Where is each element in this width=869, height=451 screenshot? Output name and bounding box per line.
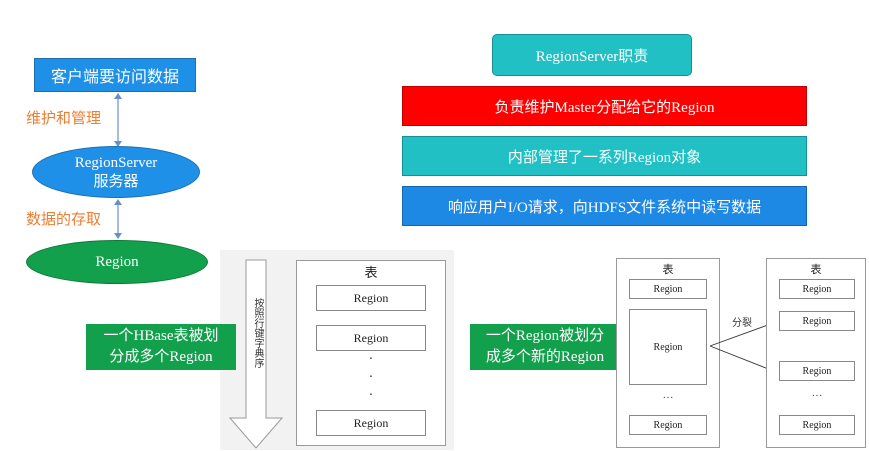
connector-client-server xyxy=(114,93,122,147)
before-ellipsis: ··· xyxy=(662,392,674,404)
row-key-order-text: 按照行键字典序 xyxy=(252,298,263,368)
after-region-new-2: Region xyxy=(779,361,855,381)
table-split-label: 一个HBase表被划 分成多个Region xyxy=(86,324,236,370)
region-split-label-line2: 成多个新的Region xyxy=(485,349,605,365)
connector-server-region xyxy=(114,199,122,239)
client-access-box: 客户端要访问数据 xyxy=(34,58,196,92)
responsibilities-title: RegionServer职责 xyxy=(492,34,692,76)
data-access-label: 数据的存取 xyxy=(26,210,102,228)
table-before-split-title: 表 xyxy=(662,264,674,276)
table-dot-1: · xyxy=(368,352,374,367)
table-dot-3: · xyxy=(368,388,374,403)
hbase-table-title: 表 xyxy=(364,265,378,280)
responsibility-item-1: 负责维护Master分配给它的Region xyxy=(402,86,807,126)
after-ellipsis: ··· xyxy=(811,390,823,402)
regionserver-name: RegionServer xyxy=(74,155,158,171)
after-region-last: Region xyxy=(779,415,855,435)
region-split-label-line1: 一个Region被划分 xyxy=(485,328,605,344)
responsibility-item-3: 响应用户I/O请求，向HDFS文件系统中读写数据 xyxy=(402,186,807,226)
split-label: 分裂 xyxy=(732,318,752,329)
region-split-label: 一个Region被划分 成多个新的Region xyxy=(470,324,620,370)
table-region-1: Region xyxy=(316,285,426,311)
after-region-1: Region xyxy=(779,279,855,299)
regionserver-sub: 服务器 xyxy=(93,172,139,190)
table-region-3: Region xyxy=(316,410,426,436)
before-region-large: Region xyxy=(629,309,707,385)
responsibility-item-2: 内部管理了一系列Region对象 xyxy=(402,136,807,176)
after-region-new-1: Region xyxy=(779,311,855,331)
region-ellipse: Region xyxy=(26,240,208,284)
table-dot-2: · xyxy=(368,370,374,385)
table-region-2: Region xyxy=(316,325,426,351)
before-region-last: Region xyxy=(629,415,707,435)
before-region-1: Region xyxy=(629,279,707,299)
table-split-label-line2: 分成多个Region xyxy=(109,349,213,365)
table-after-split-title: 表 xyxy=(810,264,822,276)
table-split-label-line1: 一个HBase表被划 xyxy=(103,328,219,344)
maintain-manage-label: 维护和管理 xyxy=(26,109,102,127)
regionserver-ellipse: RegionServer 服务器 xyxy=(32,146,200,198)
row-key-order-arrow xyxy=(228,259,284,449)
